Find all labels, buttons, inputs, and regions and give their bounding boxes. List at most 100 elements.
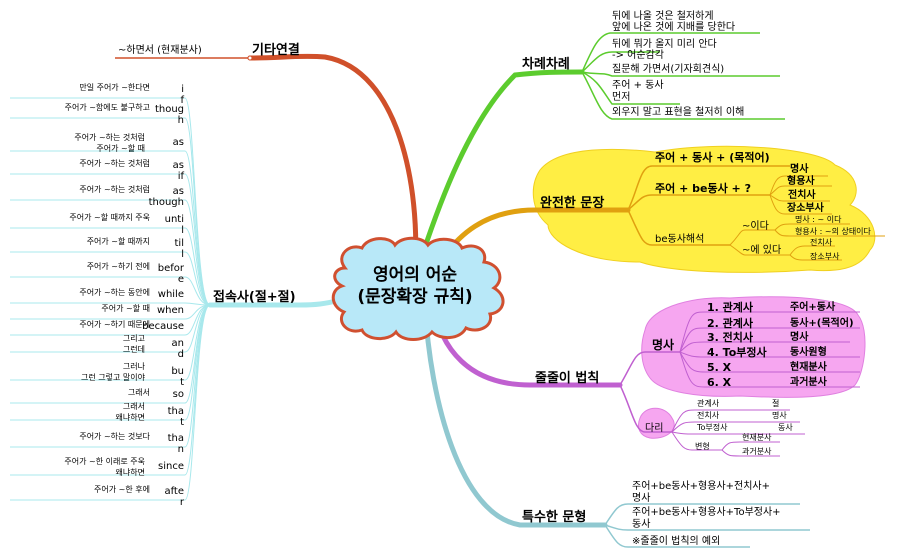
conjunction-meaning: 그러나	[122, 362, 145, 371]
julju-noun-item-value: 과거분사	[790, 377, 827, 388]
branch-label-kitayeongyeol: 기타연결	[252, 43, 300, 58]
conjunction-word: thoug	[154, 104, 184, 115]
conjunction-meaning: 그래서	[127, 388, 150, 397]
branch-label-charyecharye: 차례차례	[522, 57, 570, 72]
charye-item-2: 앞에 나온 것에 지배를 당한다	[612, 22, 736, 33]
wanjeon-s2-item-4: 장소부사	[787, 203, 824, 214]
teuksu-item-2: 명사	[632, 493, 651, 504]
center-cloud	[331, 236, 505, 341]
conjunction-word-cont: l	[181, 225, 184, 236]
wanjeon-s2-item-3: 전치사	[788, 190, 816, 201]
conjunction-connector	[10, 227, 211, 306]
conjunction-word: while	[157, 289, 184, 300]
conjunction-word: as	[172, 160, 184, 171]
julju-noun-item-label: 2. 관계사	[707, 317, 754, 330]
conjunction-meaning: 주어가 ~한 이래로 주욱	[64, 457, 145, 466]
conjunction-meaning: 왜냐하면	[115, 468, 145, 477]
teuksu-item-3: 주어+be동사+형용사+To부정사+	[632, 507, 781, 518]
conjunction-meaning: 주어가 ~하는 동안에	[79, 288, 150, 297]
julju-noun-item-label: 6. X	[707, 376, 732, 389]
conjunction-meaning: 주어가 ~한 후에	[94, 485, 150, 494]
conjunction-word: as	[172, 186, 184, 197]
julju-dari-item-label: 전치사	[697, 411, 720, 420]
conjunction-word-cont: f	[180, 95, 184, 106]
conjunction-word-cont: t	[180, 377, 184, 388]
julju-dari-item-value: 동사	[778, 423, 793, 432]
conjunction-word: afte	[164, 486, 184, 497]
julju-dari: 다리	[645, 423, 664, 434]
julju-dari-item-label: To부정사	[697, 423, 728, 432]
conjunction-word-cont: d	[177, 349, 184, 360]
conjunction-connector	[10, 251, 211, 306]
teuksu-item-5: ※줄줄이 법칙의 예외	[632, 536, 721, 547]
julju-dari-item-label: 관계사	[697, 399, 720, 408]
branch-label-wanjeon: 완전한 문장	[540, 196, 605, 211]
conjunction-meaning: 주어가 ~할 때	[96, 144, 145, 153]
conjunction-meaning: 주어가 ~할 때	[101, 304, 150, 313]
conjunction-word: because	[142, 321, 184, 332]
julju-byeon-item-2: 과거분사	[742, 447, 772, 456]
charye-item-7: 먼저	[612, 92, 631, 103]
julju-byeon-item-1: 현재분사	[742, 433, 772, 442]
conjunction-word-cont: if	[177, 171, 184, 182]
julju-noun-item-value: 동사원형	[790, 347, 827, 358]
conjunction-connector	[10, 304, 211, 501]
julju-noun-item-label: 5. X	[707, 361, 732, 374]
julju-dari-item-value: 명사	[772, 411, 787, 420]
conjunction-meaning: 그래서	[122, 402, 145, 411]
wanjeon-ida: ~이다	[742, 221, 769, 232]
conjunction-word: befor	[157, 263, 184, 274]
conjunction-word: an	[171, 338, 184, 349]
charye-item-1: 뒤에 나올 것은 철저하게	[612, 11, 714, 22]
julju-noun-item-value: 현재분사	[790, 362, 827, 373]
wanjeon-itda-item-1: 전치사	[810, 238, 833, 247]
conjunction-connector	[10, 199, 211, 306]
conjunction-meaning: 주어가 ~하는 것보다	[79, 432, 150, 441]
center-title-line2: (문장확장 규칙)	[357, 287, 473, 307]
conjunction-word: tha	[167, 406, 184, 417]
julju-noun: 명사	[652, 338, 675, 352]
yellow-cloud	[532, 145, 876, 273]
wanjeon-be-label: be동사해석	[655, 234, 705, 245]
branch-teal	[422, 302, 608, 528]
conjunction-word-cont: e	[177, 274, 184, 285]
conjunction-meaning: 주어가 ~하는 것처럼	[79, 159, 150, 168]
conjunction-word-cont: l	[181, 249, 184, 260]
pink-cloud-small	[637, 407, 675, 439]
julju-noun-item-value: 명사	[790, 332, 809, 343]
julju-noun-item-label: 4. To부정사	[707, 346, 767, 359]
conjunction-word: unti	[164, 214, 184, 225]
julju-noun-item-label: 3. 전치사	[707, 331, 754, 344]
conjunction-meaning: 주어가 ~하는 것처럼	[79, 185, 150, 194]
conjunction-word: so	[172, 389, 184, 400]
wanjeon-s2: 주어 + be동사 + ?	[655, 182, 751, 195]
conjunction-word: since	[158, 461, 184, 472]
charye-item-3: 뒤에 뭐가 올지 미리 안다	[612, 39, 717, 50]
charye-item-6: 주어 + 동사	[612, 80, 664, 91]
teuksu-item-1: 주어+be동사+형용사+전치사+	[632, 481, 771, 492]
wanjeon-ida-item-1: 명사 : ~ 이다	[795, 215, 842, 224]
conjunction-word-cont: t	[180, 417, 184, 428]
conjunction-word-cont: r	[179, 497, 184, 508]
conjunction-meaning: 만일 주어가 ~한다면	[79, 83, 150, 92]
conjunction-meaning: 주어가 ~할 때까지 주욱	[69, 213, 150, 222]
wanjeon-itda-item-2: 장소부사	[810, 252, 840, 261]
charye-item-5: 질문해 가면서(기자회견식)	[612, 64, 725, 75]
conjunction-word: tha	[167, 433, 184, 444]
conjunction-connectors	[10, 97, 211, 501]
conjunction-meaning: 주어가 ~하는 것처럼	[74, 133, 145, 142]
julju-dari-item-value: 절	[772, 399, 780, 408]
teuksu-item-4: 동사	[632, 519, 651, 530]
julju-noun-item-value: 주어+동사	[790, 302, 836, 313]
conjunction-word: when	[156, 305, 184, 316]
conjunction-word-cont: n	[177, 444, 184, 455]
conjunction-word-cont: though	[148, 197, 184, 208]
wanjeon-s2-item-2: 형용사	[787, 176, 815, 187]
conjunction-meaning: 주어가 ~하기 때문에	[79, 320, 150, 329]
branch-label-teuksu: 특수한 문형	[522, 510, 587, 525]
kitayeongyeol-item: ~하면서 (현재분사)	[118, 45, 202, 56]
conjunction-meaning: 주어가 ~할 때까지	[86, 237, 150, 246]
conjunction-word: til	[174, 238, 184, 249]
